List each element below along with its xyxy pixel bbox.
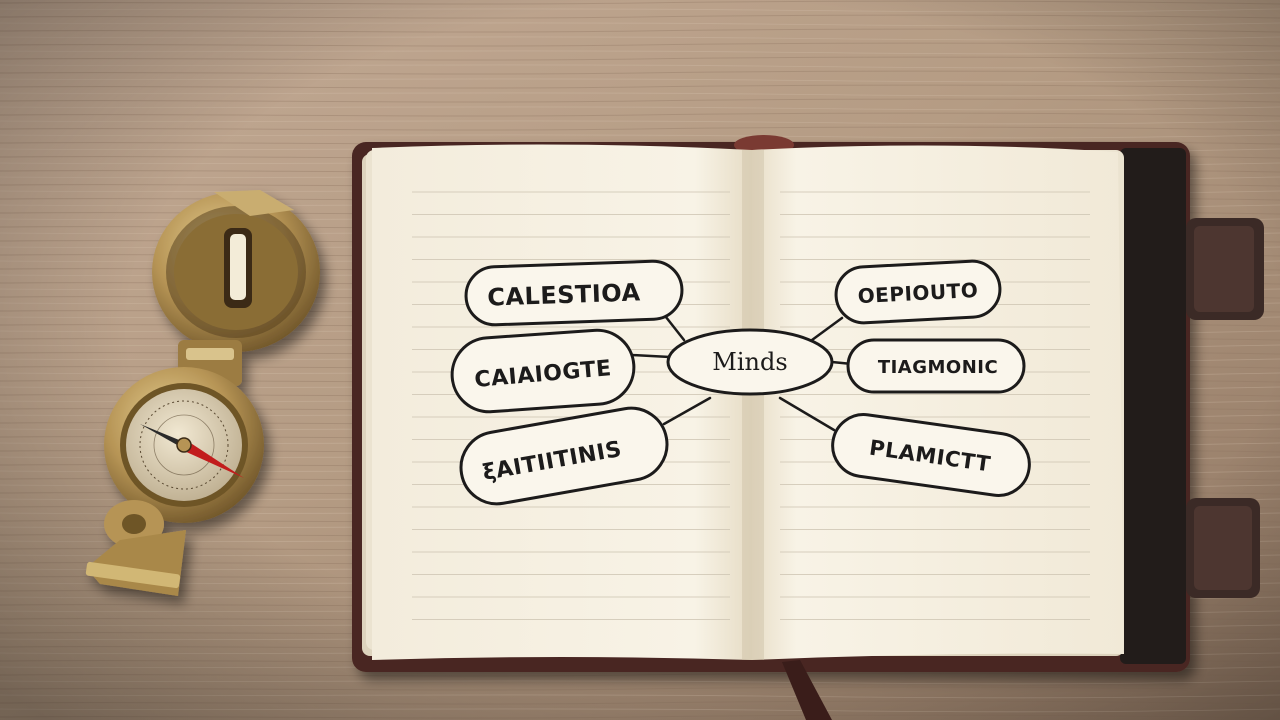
compass [85,190,320,596]
node-right-2 [846,338,1026,394]
bookmark-ribbon [782,660,832,720]
node-right-2-label: TIAGMONIC [878,357,998,378]
leather-strap [1186,218,1264,598]
compass-needle [140,424,186,450]
node-right-1 [834,259,1002,325]
notebook [352,135,1264,720]
compass-lid [152,190,320,352]
compass-body [104,367,264,523]
ruled-lines [412,191,1090,620]
node-left-2 [450,328,636,414]
center-node [666,328,834,396]
node-left-1 [464,259,684,327]
node-left-1-label: CALESTIOA [487,278,641,311]
mind-map [450,259,1031,506]
node-right-3 [831,413,1031,497]
compass-sight-arm [85,500,186,596]
node-left-3 [459,406,669,506]
right-page [752,145,1124,661]
center-node-label: Minds [712,348,787,376]
